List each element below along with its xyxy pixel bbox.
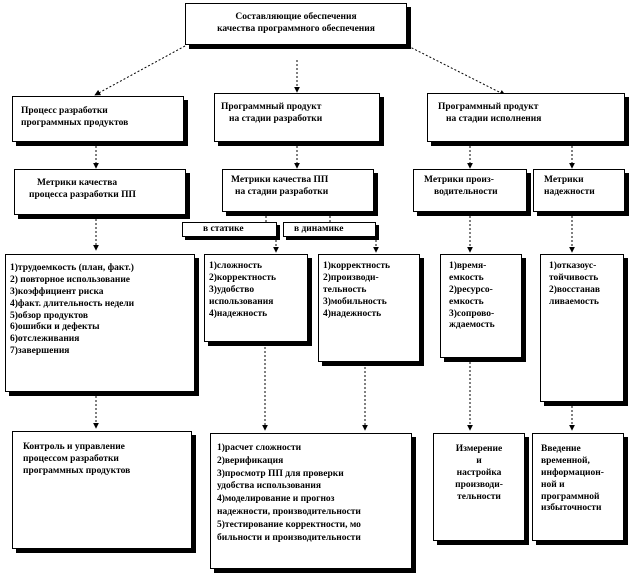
list-item: 2)ресурсо-: [449, 284, 493, 295]
metrics-product-dev-box: Метрики качества ПП на стадии разработки: [222, 169, 374, 212]
title-line: Составляющие обеспечения: [235, 12, 357, 23]
list-performance-metrics: 1)время- емкость 2)ресурсо- емкость 3)со…: [440, 254, 522, 358]
list-item: 6)отслеживания: [10, 334, 80, 345]
list-item: ждаемость: [449, 320, 495, 331]
process-box: Процесс разработки программных продуктов: [12, 96, 184, 142]
box-text: процесса разработки ПП: [29, 189, 136, 200]
list-item: 1)корректность: [323, 261, 391, 271]
box-text: водительности: [434, 186, 498, 197]
box-text: Метрики: [544, 175, 584, 185]
result-performance: Измерение и настройка производи- тельнос…: [433, 433, 525, 541]
list-item: 7)завершения: [10, 346, 70, 357]
box-text: на стадии разработки: [229, 113, 323, 124]
result-text: ной и: [541, 479, 565, 490]
list-item: 6)ошибки и дефекты: [10, 322, 100, 333]
box-text: Метрики качества ПП: [231, 175, 329, 185]
metrics-reliability-box: Метрики надежности: [533, 169, 625, 212]
list-item: тойчивость: [549, 272, 599, 283]
product-exec-box: Программный продукт на стадии исполнения: [427, 93, 625, 142]
list-item: 3)мобильность: [323, 296, 387, 307]
box-text: в динамике: [294, 224, 344, 234]
box-text: программных продуктов: [21, 117, 129, 128]
list-item: 3)сопрово-: [449, 308, 495, 319]
result-text: 3)просмотр ПП для проверки: [217, 468, 344, 479]
list-item: использования: [209, 296, 274, 307]
box-text: Процесс разработки: [21, 106, 108, 116]
list-item: 1)время-: [449, 261, 487, 271]
result-text: Контроль и управление: [23, 442, 125, 452]
list-item: 2) повторное использование: [10, 274, 131, 285]
result-text: 4)моделирование и прогноз: [217, 494, 335, 505]
result-text: тельности: [457, 491, 501, 502]
title-box: Составляющие обеспечения качества програ…: [185, 3, 407, 45]
list-item: тельность: [323, 284, 367, 295]
list-item: 2)производи-: [323, 272, 379, 283]
list-dynamic-metrics: 1)корректность 2)производи- тельность 3)…: [318, 254, 420, 362]
list-item: емкость: [449, 296, 484, 307]
box-text: надежности: [544, 186, 595, 197]
result-text: Измерение: [455, 444, 503, 454]
result-text: программных продуктов: [23, 465, 131, 476]
product-dev-box: Программный продукт на стадии разработки: [214, 93, 380, 142]
box-text: на стадии исполнения: [446, 113, 542, 124]
connector-title-right: [407, 45, 506, 96]
result-text: надежности, производительности: [217, 507, 361, 518]
box-text: Метрики качества: [37, 178, 118, 188]
metrics-process-box: Метрики качества процесса разработки ПП: [14, 169, 186, 215]
result-text: бильности и производительности: [217, 532, 361, 543]
result-redundancy: Введение временной, информацион- ной и п…: [532, 433, 624, 541]
result-text: 1)расчет сложности: [217, 443, 302, 453]
result-text: 5)тестирование корректности, мо: [217, 519, 361, 530]
static-label-box: в статике: [182, 222, 277, 237]
box-text: Метрики произ-: [424, 175, 494, 185]
list-item: 1)сложность: [209, 261, 262, 271]
result-dev-actions: 1)расчет сложности 2)верификация 3)просм…: [210, 433, 412, 569]
title-line: качества программного обеспечения: [217, 24, 375, 34]
list-item: 3)коэффициент риска: [10, 286, 104, 297]
result-text: удобства использования: [217, 481, 321, 492]
result-text: Введение: [541, 444, 581, 454]
result-process-control: Контроль и управление процессом разработ…: [12, 431, 192, 549]
result-text: временной,: [541, 455, 590, 466]
box-text: в статике: [203, 224, 244, 234]
list-reliability-metrics: 1)отказоус- тойчивость 2)восстанав ливае…: [540, 254, 624, 402]
dynamic-label-box: в динамике: [283, 222, 376, 237]
result-text: программной: [541, 491, 600, 502]
list-static-metrics: 1)сложность 2)корректность 3)удобство ис…: [204, 254, 308, 342]
metrics-performance-box: Метрики произ- водительности: [413, 169, 527, 212]
connector-title-left: [94, 45, 186, 96]
result-text: 2)верификация: [217, 455, 284, 466]
list-item: 4)надежность: [323, 308, 382, 319]
list-item: 1)отказоус-: [549, 261, 597, 271]
list-item: ливаемость: [549, 296, 599, 307]
result-text: настройка: [456, 467, 502, 478]
list-item: 3)удобство: [209, 284, 255, 295]
result-text: информацион-: [541, 467, 604, 478]
box-text: на стадии разработки: [235, 186, 329, 197]
list-item: 1)трудоемкость (план, факт.): [10, 263, 134, 273]
result-text: избыточности: [541, 503, 602, 514]
list-item: 2)корректность: [209, 272, 277, 283]
box-text: Программный продукт: [438, 102, 539, 112]
list-process-metrics: 1)трудоемкость (план, факт.) 2) повторно…: [5, 254, 195, 392]
result-text: производи-: [455, 479, 503, 490]
list-item: 4)факт. длительность недели: [10, 298, 135, 309]
result-text: процессом разработки: [23, 453, 119, 464]
result-text: и: [476, 455, 482, 466]
box-text: Программный продукт: [221, 102, 322, 112]
list-item: 5)обзор продуктов: [10, 310, 89, 321]
list-item: емкость: [449, 272, 484, 283]
list-item: 4)надежность: [209, 308, 268, 319]
list-item: 2)восстанав: [549, 284, 601, 295]
